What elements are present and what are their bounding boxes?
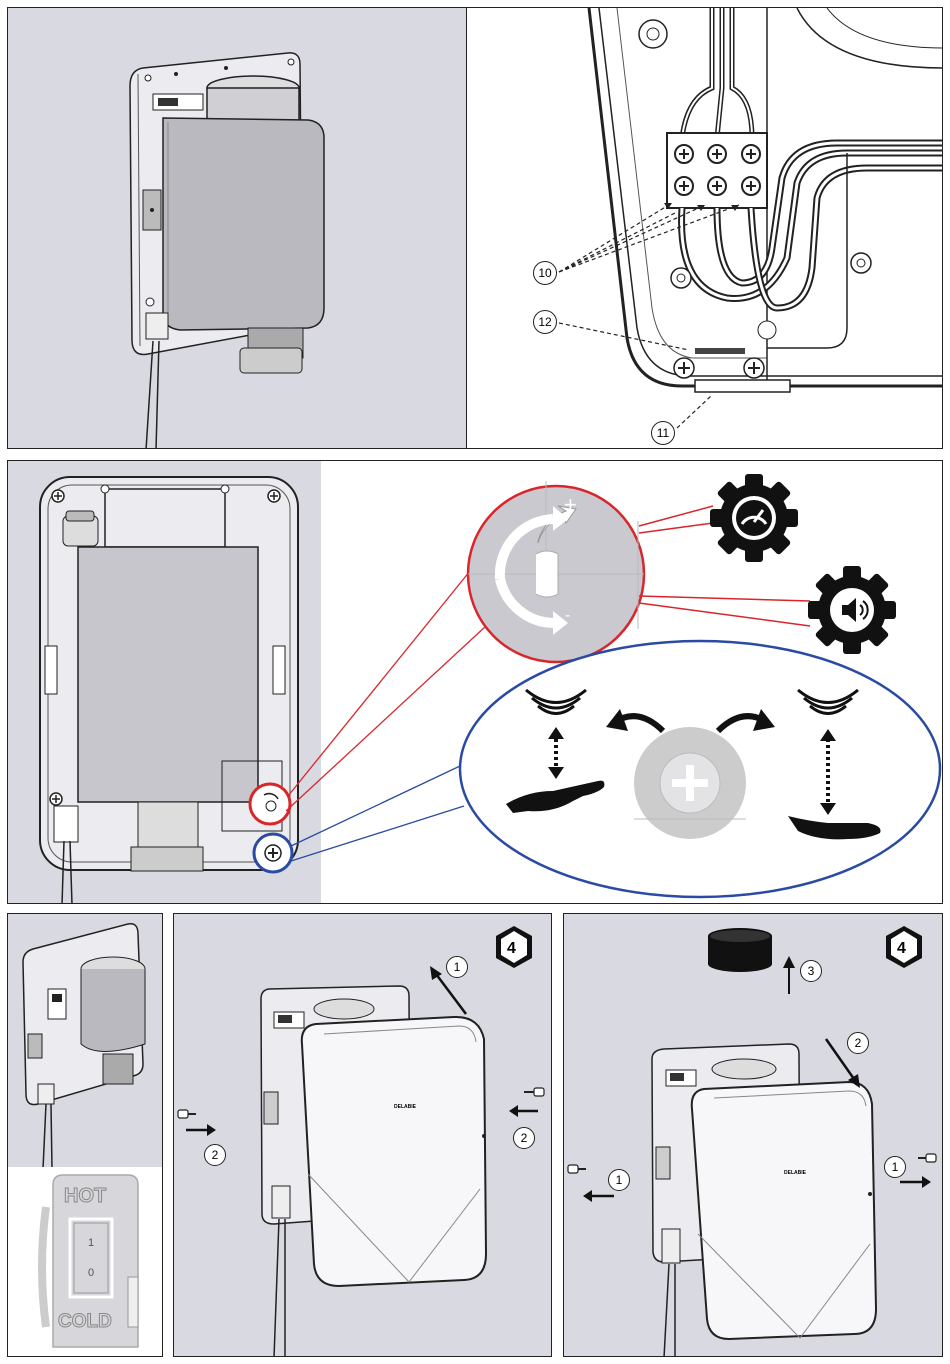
hex-key-size-label: 4: [897, 940, 906, 958]
cover-fit-drawing: [174, 914, 552, 1357]
brand-label: DELABIE: [784, 1170, 806, 1176]
panel-unit-mini: [7, 913, 163, 1168]
step-1-callout: 1: [446, 956, 468, 978]
callout-12: 12: [533, 310, 557, 334]
panel-unit-side-view: [7, 7, 467, 449]
brand-label: DELABIE: [394, 1104, 416, 1110]
cover-remove-drawing: [564, 914, 943, 1357]
callout-11: 11: [651, 421, 675, 445]
callout-10: 10: [533, 261, 557, 285]
step-2-left-callout: 2: [204, 1144, 226, 1166]
minus-label: -: [565, 607, 570, 625]
hex-key-size-label: 4: [507, 940, 516, 958]
panel-adjustment: + -: [7, 460, 943, 904]
unit-side-drawing: [8, 8, 467, 449]
switch-label-on: 1: [88, 1237, 94, 1249]
step-2-right-callout: 2: [513, 1127, 535, 1149]
panel-wiring-detail: 10 12 11: [466, 7, 943, 449]
panel-cover-remove: 4 3 2 1 1 DELABIE: [563, 913, 943, 1357]
adjustment-drawing: [8, 461, 943, 904]
switch-label-hot: HOT: [64, 1185, 106, 1208]
step-1-left-callout: 1: [608, 1169, 630, 1191]
step-3-callout: 3: [800, 960, 822, 982]
step-2-callout: 2: [847, 1032, 869, 1054]
panel-switch-detail: HOT 1 0 COLD: [7, 1167, 163, 1357]
step-1-right-callout: 1: [884, 1156, 906, 1178]
panel-cover-fit: 4 1 2 2 DELABIE: [173, 913, 552, 1357]
plus-label: +: [564, 492, 577, 518]
wiring-drawing: [467, 8, 943, 449]
unit-mini-drawing: [8, 914, 163, 1168]
switch-label-cold: COLD: [58, 1311, 112, 1333]
switch-label-off: 0: [88, 1267, 94, 1279]
